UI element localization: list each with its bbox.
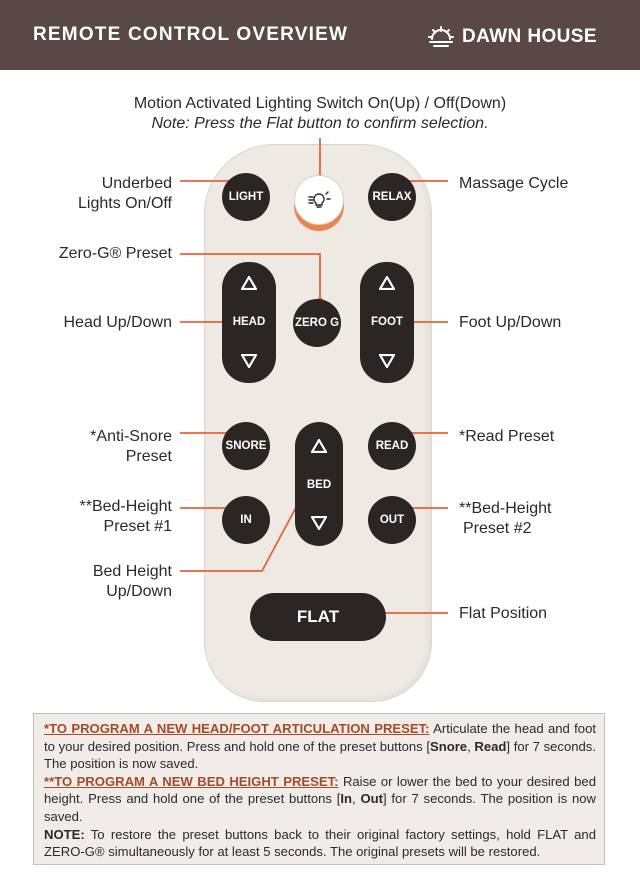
instruction-bed-height-text-b: ] for 7 seconds. The position is now sav… — [44, 791, 596, 824]
motion-lighting-label: Motion Activated Lighting Switch On(Up) … — [0, 94, 640, 134]
brand-name: DAWN HOUSE — [462, 26, 597, 47]
instruction-bed-height-heading: **TO PROGRAM A NEW BED HEIGHT PRESET: — [44, 773, 339, 789]
anti-snore-line2: Preset — [125, 448, 172, 465]
instruction-bed-height: **TO PROGRAM A NEW BED HEIGHT PRESET: Ra… — [44, 773, 596, 826]
zero-g-button[interactable]: ZERO G — [293, 299, 341, 347]
underbed-line2: Lights On/Off — [78, 195, 172, 212]
bed-height-preset-2-label: **Bed-Height Preset #2 — [459, 499, 552, 539]
brand-logo: DAWN HOUSE — [428, 25, 597, 49]
head-down-arrow-icon[interactable] — [241, 354, 257, 368]
bed-height-1-line1: **Bed-Height — [79, 498, 173, 515]
foot-up-arrow-icon[interactable] — [379, 276, 395, 290]
head-rocker[interactable]: HEAD — [222, 262, 276, 383]
underbed-line1: Underbed — [101, 175, 172, 192]
in-button[interactable]: IN — [222, 496, 270, 544]
foot-down-arrow-icon[interactable] — [379, 354, 395, 368]
bed-height-1-line2: Preset #1 — [103, 518, 172, 535]
massage-cycle-label: Massage Cycle — [459, 175, 569, 192]
instruction-in-ref: In — [340, 791, 353, 807]
foot-label: FOOT — [371, 316, 403, 328]
instruction-head-foot-text-b: ] for 7 seconds. The position is now sav… — [44, 738, 596, 772]
head-up-down-label: Head Up/Down — [63, 314, 173, 331]
instruction-note: NOTE: To restore the preset buttons back… — [44, 826, 596, 861]
bed-height-2-line2: Preset #2 — [463, 520, 532, 537]
out-button[interactable]: OUT — [368, 496, 416, 544]
motion-lighting-note: Note: Press the Flat button to confirm s… — [151, 115, 489, 132]
header-bar: REMOTE CONTROL OVERVIEW DAWN HOUSE — [0, 0, 640, 70]
instruction-note-text: To restore the preset buttons back to th… — [44, 826, 596, 860]
page-title: REMOTE CONTROL OVERVIEW — [33, 24, 349, 45]
bed-height-line2: Up/Down — [106, 583, 172, 600]
leader-line-zero-g — [180, 253, 321, 301]
snore-button[interactable]: SNORE — [222, 422, 270, 470]
instruction-bed-height-text-a: Raise or lower the bed to your desired b… — [44, 773, 596, 807]
instruction-comma-2: , — [352, 791, 361, 807]
bed-height-2-line1: **Bed-Height — [459, 500, 552, 517]
flat-position-label: Flat Position — [459, 605, 548, 622]
flat-button[interactable]: FLAT — [250, 593, 386, 641]
anti-snore-label: *Anti-Snore Preset — [20, 427, 172, 467]
anti-snore-line1: *Anti-Snore — [90, 428, 172, 445]
instruction-head-foot-text-a: Articulate the head and foot to your des… — [44, 721, 596, 754]
relax-button[interactable]: RELAX — [368, 173, 416, 221]
instruction-head-foot-heading: *TO PROGRAM A NEW HEAD/FOOT ARTICULATION… — [44, 721, 430, 736]
bed-height-line1: Bed Height — [92, 563, 172, 580]
motion-light-switch[interactable] — [294, 175, 344, 225]
underbed-lights-label: Underbed Lights On/Off — [40, 174, 172, 214]
bed-down-arrow-icon[interactable] — [311, 516, 327, 530]
bed-label: BED — [306, 479, 332, 491]
foot-rocker[interactable]: FOOT — [360, 262, 414, 383]
read-preset-label: *Read Preset — [459, 428, 555, 445]
read-button[interactable]: READ — [368, 422, 416, 470]
zero-g-preset-label: Zero-G® Preset — [58, 245, 172, 262]
bed-height-preset-1-label: **Bed-Height Preset #1 — [20, 497, 173, 537]
motion-lighting-text: Motion Activated Lighting Switch On(Up) … — [133, 95, 507, 112]
light-button[interactable]: LIGHT — [222, 173, 270, 221]
instruction-read-ref: Read — [474, 738, 507, 754]
head-up-arrow-icon[interactable] — [241, 276, 257, 290]
foot-up-down-label: Foot Up/Down — [459, 314, 562, 331]
head-label: HEAD — [232, 316, 266, 328]
light-bulb-icon — [308, 191, 331, 208]
instruction-note-heading: NOTE: — [44, 826, 85, 842]
programming-instructions-box: *TO PROGRAM A NEW HEAD/FOOT ARTICULATION… — [33, 713, 605, 865]
bed-height-up-down-label: Bed Height Up/Down — [20, 562, 172, 602]
bed-up-arrow-icon[interactable] — [311, 439, 327, 453]
leader-line-bed — [180, 484, 309, 572]
instruction-out-ref: Out — [360, 791, 383, 807]
sunrise-logo-icon — [428, 26, 454, 47]
instruction-comma-1: , — [467, 738, 475, 754]
bed-height-rocker[interactable]: BED — [295, 422, 343, 546]
instruction-snore-ref: Snore — [429, 738, 468, 754]
instruction-head-foot: *TO PROGRAM A NEW HEAD/FOOT ARTICULATION… — [44, 720, 596, 773]
